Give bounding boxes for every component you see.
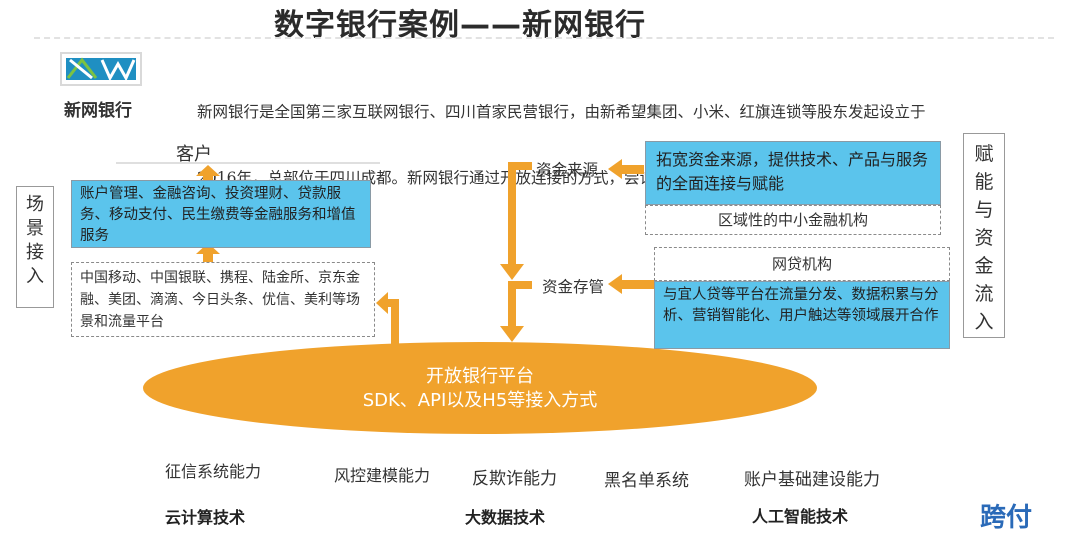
p2p-cooperation-text: 与宜人贷等平台在流量分发、数据积累与分析、营销智能化、用户触达等领域展开合作 — [663, 287, 939, 324]
empower-inflow-box: 赋能与资金流入 — [963, 133, 1005, 338]
title-divider — [34, 37, 1054, 39]
intro-line-1: 新网银行是全国第三家互联网银行、四川首家民营银行，由新希望集团、小米、红旗连锁等… — [197, 103, 926, 121]
tech-ai: 人工智能技术 — [752, 507, 849, 526]
fund-custody-label: 资金存管 — [542, 278, 605, 296]
capability-antifraud: 反欺诈能力 — [472, 469, 557, 489]
arrow-platform-partners-shaft — [386, 299, 399, 345]
regional-institutions-text: 区域性的中小金融机构 — [717, 211, 868, 229]
capability-blacklist: 黑名单系统 — [604, 471, 689, 491]
p2p-lenders-text: 网贷机构 — [771, 255, 832, 273]
partners-text: 中国移动、中国银联、携程、陆金所、京东金融、美团、滴滴、今日头条、优信、美利等场… — [80, 270, 360, 330]
services-text: 账户管理、金融咨询、投资理财、贷款服务、移动支付、民生缴费等金融服务和增值服务 — [80, 186, 356, 244]
empower-inflow-text: 赋能与资金流入 — [974, 143, 994, 333]
services-box: 账户管理、金融咨询、投资理财、贷款服务、移动支付、民生缴费等金融服务和增值服务 — [71, 180, 371, 248]
capability-account: 账户基础建设能力 — [744, 470, 880, 490]
arrow-custody-down-shaft — [508, 281, 532, 328]
arrow-fund-down-head — [500, 264, 524, 280]
scene-access-text: 场景接入 — [26, 194, 44, 287]
arrow-up-services-shaft — [203, 252, 213, 262]
bank-logo: XW — [60, 52, 142, 86]
scene-access-box: 场景接入 — [16, 186, 54, 308]
arrow-platform-partners-head — [376, 292, 388, 314]
customer-label: 客户 — [176, 144, 212, 165]
expand-funding-text: 拓宽资金来源，提供技术、产品与服务的全面连接与赋能 — [656, 150, 929, 193]
arrow-custody-shaft — [620, 280, 654, 289]
arrow-up-services-head — [196, 243, 220, 254]
p2p-lenders-box: 网贷机构 — [654, 247, 950, 281]
fund-source-label: 资金来源 — [536, 161, 599, 179]
arrow-fund-down-shaft — [508, 162, 532, 266]
xw-logo-icon — [62, 54, 140, 84]
open-banking-platform: 开放银行平台 SDK、API以及H5等接入方式 — [150, 365, 810, 413]
expand-funding-box: 拓宽资金来源，提供技术、产品与服务的全面连接与赋能 — [645, 141, 941, 205]
arrow-fund-source-head — [608, 159, 622, 179]
arrow-fund-source-shaft — [620, 165, 644, 174]
capability-risk: 风控建模能力 — [334, 466, 431, 485]
platform-access-methods: SDK、API以及H5等接入方式 — [362, 390, 598, 411]
arrow-up-customer-shaft — [203, 174, 213, 182]
platform-title: 开放银行平台 — [426, 366, 534, 387]
arrow-custody-head — [608, 274, 622, 294]
open-banking-platform-ellipse — [143, 342, 817, 434]
partners-box: 中国移动、中国银联、携程、陆金所、京东金融、美团、滴滴、今日头条、优信、美利等场… — [71, 262, 375, 337]
arrow-custody-down-head — [500, 326, 524, 342]
p2p-cooperation-box: 与宜人贷等平台在流量分发、数据积累与分析、营销智能化、用户触达等领域展开合作 — [654, 281, 950, 349]
tech-cloud: 云计算技术 — [165, 508, 246, 527]
arrow-up-customer-head — [196, 165, 220, 176]
brand-watermark: 跨付 — [980, 503, 1033, 533]
capability-credit: 征信系统能力 — [165, 462, 262, 481]
regional-institutions-box: 区域性的中小金融机构 — [645, 205, 941, 235]
tech-bigdata: 大数据技术 — [465, 508, 546, 527]
bank-name: 新网银行 — [64, 101, 132, 121]
